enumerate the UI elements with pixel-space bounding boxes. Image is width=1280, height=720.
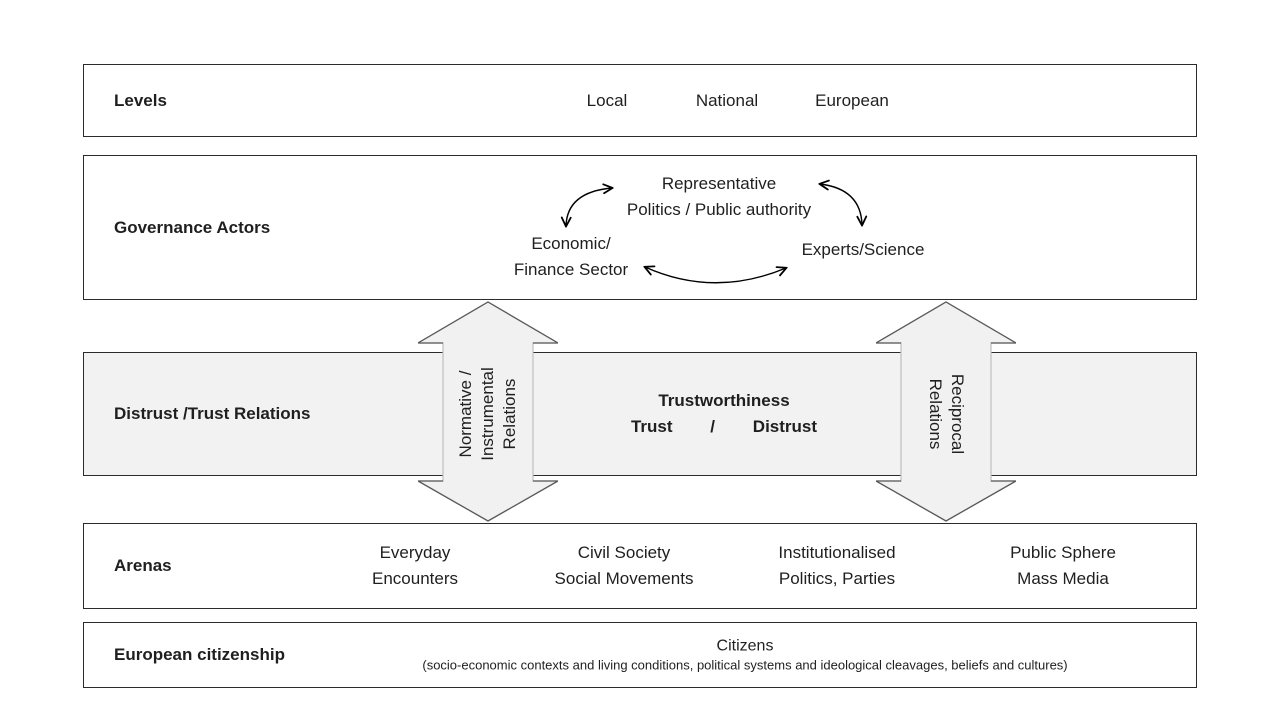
trust-distrust-line: Trust / Distrust [630, 417, 818, 436]
citizenship-row: European citizenship Citizens (socio-eco… [83, 622, 1197, 688]
reciprocal-arrow-label: Reciprocal Relations [924, 374, 968, 454]
arena-institutionalised-line1: Institutionalised [778, 543, 896, 562]
citizens-block: Citizens (socio-economic contexts and li… [304, 636, 1186, 675]
actor-economic: Economic/ Finance Sector [514, 231, 628, 283]
governance-label: Governance Actors [114, 217, 271, 237]
level-national: National [695, 90, 759, 110]
arena-civil-society: Civil Society Social Movements [555, 540, 694, 592]
normative-arrow-shape [418, 301, 558, 522]
arenas-row: Arenas Everyday Encounters Civil Society… [83, 523, 1197, 609]
actor-representative-line2: Politics / Public authority [626, 200, 812, 219]
arena-everyday: Everyday Encounters [372, 540, 458, 592]
arena-civil-society-line1: Civil Society [577, 543, 671, 562]
normative-line3: Relations [500, 378, 519, 450]
actor-economic-line2: Finance Sector [513, 260, 629, 279]
reciprocal-line1: Reciprocal [948, 373, 967, 455]
arena-public-sphere-line1: Public Sphere [1010, 543, 1116, 562]
level-european: European [815, 90, 889, 110]
arena-institutionalised-line2: Politics, Parties [778, 569, 896, 588]
actor-representative-line1: Representative [661, 174, 777, 193]
arenas-label: Arenas [114, 556, 172, 575]
reciprocal-arrow-shape [876, 301, 1016, 522]
actor-experts-label: Experts/Science [801, 240, 925, 259]
reciprocal-line2: Relations [926, 378, 945, 450]
levels-label: Levels [114, 90, 167, 110]
trust-relations-band: Distrust /Trust Relations Trustworthines… [83, 352, 1197, 476]
normative-arrow-label: Normative / Instrumental Relations [455, 367, 521, 461]
actor-experts: Experts/Science [802, 237, 925, 263]
arena-public-sphere-line2: Mass Media [1017, 569, 1109, 588]
levels-row: Levels Local National European [83, 64, 1197, 137]
actor-relation-arrows [84, 156, 1198, 284]
actor-economic-line1: Economic/ [531, 234, 611, 253]
arena-institutionalised: Institutionalised Politics, Parties [778, 540, 895, 592]
citizens-title: Citizens [716, 637, 774, 655]
actor-representative: Representative Politics / Public authori… [627, 171, 811, 223]
citizens-subtitle: (socio-economic contexts and living cond… [422, 657, 1068, 673]
governance-row: Governance Actors Representative Politic… [83, 155, 1197, 300]
citizenship-label: European citizenship [114, 645, 285, 664]
level-local: Local [586, 90, 628, 110]
normative-line2: Instrumental [478, 367, 497, 461]
normative-line1: Normative / [456, 370, 475, 458]
arrow-representative-experts [820, 184, 862, 225]
arrow-economic-representative [566, 188, 612, 226]
trustworthiness-title: Trustworthiness [658, 391, 790, 410]
arrow-economic-experts [645, 267, 786, 284]
trustworthiness-block: Trustworthiness Trust / Distrust [631, 388, 817, 440]
arena-civil-society-line2: Social Movements [554, 569, 694, 588]
arena-everyday-line1: Everyday [379, 543, 451, 562]
trust-relations-label: Distrust /Trust Relations [114, 404, 311, 423]
arena-everyday-line2: Encounters [372, 569, 458, 588]
arena-public-sphere: Public Sphere Mass Media [1010, 540, 1116, 592]
